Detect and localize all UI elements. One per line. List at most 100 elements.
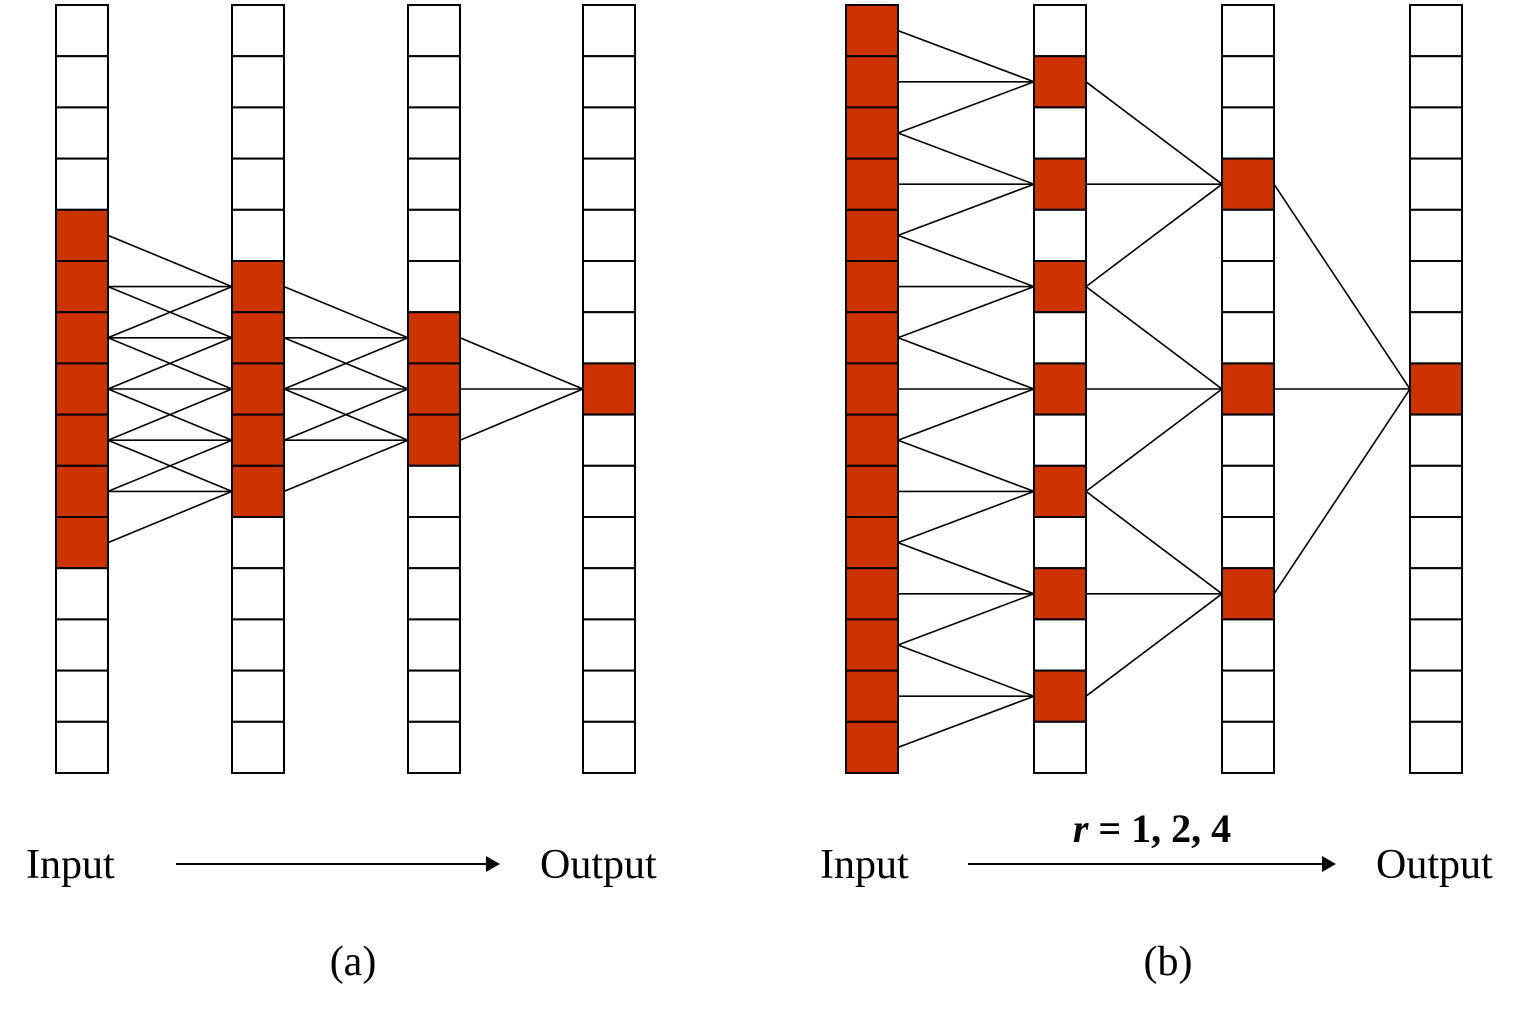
connection-line <box>459 388 584 441</box>
connection-line <box>1085 593 1223 697</box>
active-cell <box>55 362 109 416</box>
connection-line <box>897 541 1035 595</box>
cell <box>582 567 636 621</box>
panel-b-connections <box>897 29 1411 749</box>
cell <box>582 720 636 774</box>
cell <box>55 669 109 723</box>
active-cell <box>1221 567 1275 621</box>
connection-line <box>897 593 1035 646</box>
cell <box>1221 106 1275 160</box>
cell <box>1409 55 1463 109</box>
active-cell <box>1033 157 1087 211</box>
cell <box>1033 516 1087 570</box>
active-cell <box>407 362 461 416</box>
cell <box>582 618 636 672</box>
cell <box>1409 720 1463 774</box>
panel-b-dilation-label: r = 1, 2, 4 <box>1073 806 1231 851</box>
layer-2 <box>407 4 461 774</box>
cell <box>1221 208 1275 263</box>
connection-line <box>283 337 409 390</box>
active-cell <box>845 106 899 160</box>
cell <box>407 516 461 570</box>
cell <box>582 311 636 365</box>
panel-b-dilation-var: r <box>1073 806 1089 851</box>
connection-line <box>107 285 233 339</box>
panel-b-output-label: Output <box>1376 842 1493 888</box>
connection-line <box>1085 388 1223 493</box>
active-cell <box>231 464 285 518</box>
active-cell <box>845 208 899 263</box>
connection-line <box>107 490 233 544</box>
panel-a: Input Output (a) <box>26 4 657 985</box>
cell <box>1409 516 1463 570</box>
panel-b: Input r = 1, 2, 4 Output (b) <box>820 4 1493 985</box>
cell <box>231 567 285 621</box>
active-cell <box>1409 362 1463 416</box>
cell <box>582 413 636 467</box>
cell <box>55 157 109 211</box>
cell <box>1221 413 1275 467</box>
cell <box>407 4 461 58</box>
connection-line <box>897 285 1035 339</box>
active-cell <box>55 260 109 314</box>
connection-line <box>897 644 1035 697</box>
cell <box>407 669 461 723</box>
cell <box>1033 311 1087 365</box>
active-cell <box>845 55 899 109</box>
connection-line <box>1085 490 1223 595</box>
active-cell <box>1033 567 1087 621</box>
cell <box>55 106 109 160</box>
active-cell <box>1221 157 1275 211</box>
connection-line <box>897 234 1035 288</box>
connection-line <box>897 388 1035 441</box>
active-cell <box>55 464 109 518</box>
cell <box>231 157 285 211</box>
connection-line <box>897 29 1035 83</box>
active-cell <box>1033 55 1087 109</box>
cell <box>1033 413 1087 467</box>
connection-line <box>1273 183 1411 390</box>
active-cell <box>1033 669 1087 723</box>
layer-0 <box>55 4 109 774</box>
cell <box>1033 106 1087 160</box>
cell <box>231 618 285 672</box>
cell <box>1409 260 1463 314</box>
cell <box>582 669 636 723</box>
connection-line <box>107 234 233 288</box>
cell <box>231 55 285 109</box>
cell <box>582 208 636 263</box>
cell <box>582 516 636 570</box>
cell <box>1221 4 1275 58</box>
active-cell <box>231 311 285 365</box>
cell <box>407 618 461 672</box>
panel-a-caption: (a) <box>330 939 377 985</box>
layer-3 <box>582 4 636 774</box>
cell <box>582 260 636 314</box>
connection-line <box>1085 183 1223 288</box>
cell <box>1409 157 1463 211</box>
active-cell <box>231 260 285 314</box>
panel-a-connections <box>107 234 584 544</box>
connection-line <box>897 490 1035 544</box>
active-cell <box>845 4 899 58</box>
cell <box>1221 720 1275 774</box>
cell <box>1221 669 1275 723</box>
panel-a-input-label: Input <box>26 842 115 888</box>
connection-line <box>897 337 1035 390</box>
cell <box>55 567 109 621</box>
active-cell <box>231 413 285 467</box>
active-cell <box>582 362 636 416</box>
active-cell <box>845 311 899 365</box>
layer-1 <box>231 4 285 774</box>
cell <box>1409 4 1463 58</box>
panel-b-caption: (b) <box>1144 939 1193 985</box>
connection-line <box>897 183 1035 237</box>
cell <box>231 106 285 160</box>
cell <box>407 260 461 314</box>
cell <box>1409 413 1463 467</box>
layer-1 <box>1033 4 1087 774</box>
cell <box>231 4 285 58</box>
panel-b-input-label: Input <box>820 842 909 888</box>
panel-a-output-label: Output <box>540 842 657 888</box>
cell <box>407 567 461 621</box>
